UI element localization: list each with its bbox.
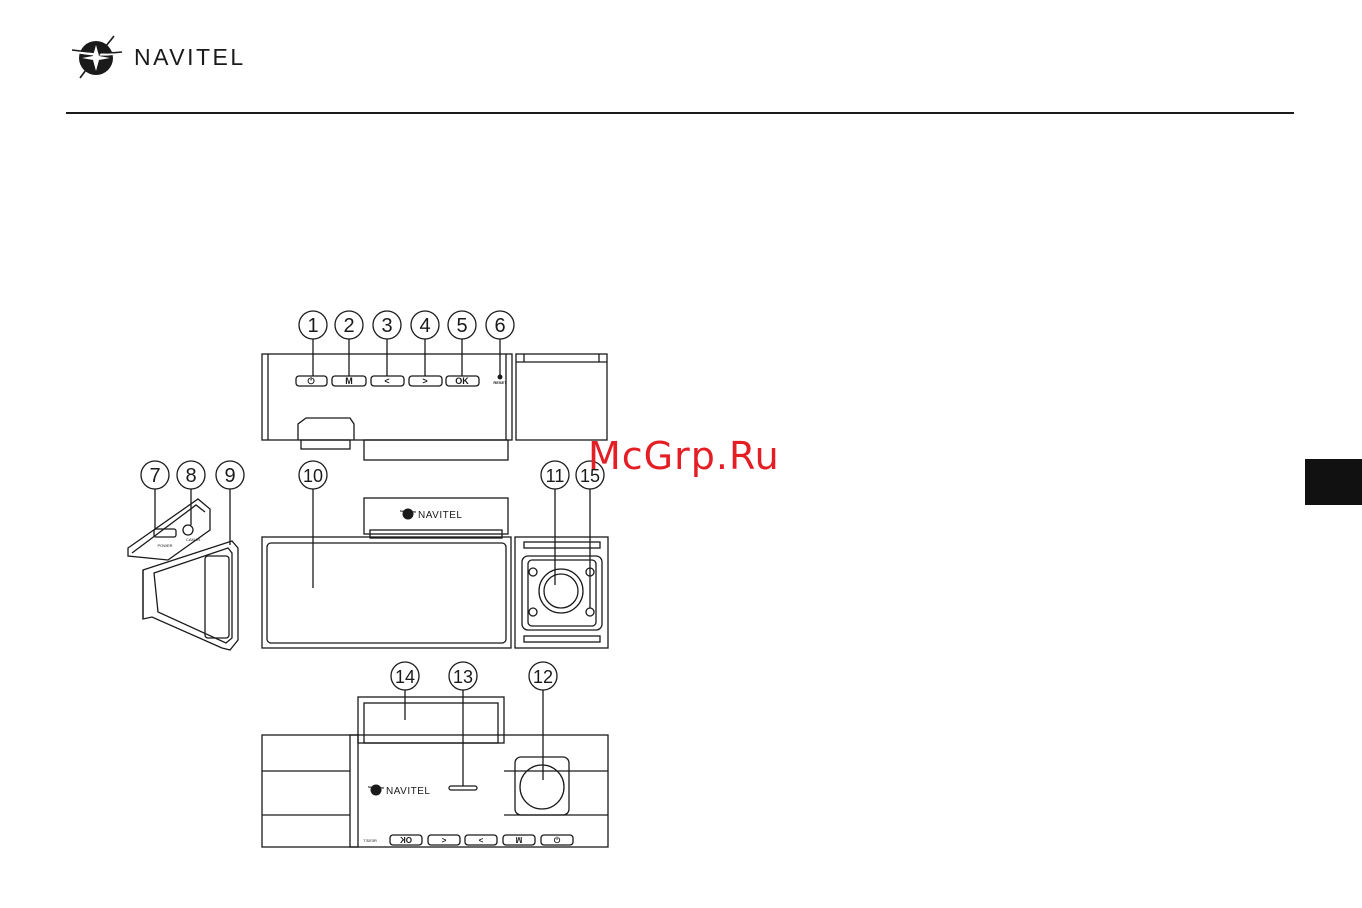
callout-9: 9: [224, 465, 235, 487]
next-button-label: >: [422, 376, 427, 386]
rear-ok-label: OK: [400, 836, 412, 845]
device-emblem-icon: [400, 509, 416, 520]
cam-in-port-label: CAM IN: [186, 537, 200, 542]
watermark-text: McGrp.Ru: [588, 434, 780, 478]
rear-view: [262, 689, 608, 847]
callout-13: 13: [453, 667, 473, 687]
reset-label: RESET: [493, 380, 507, 385]
side-view: [128, 486, 238, 650]
callout-4: 4: [419, 315, 430, 337]
callout-2: 2: [343, 315, 354, 337]
rear-reset-label: RESET: [363, 838, 377, 843]
device-logo-front: NAVITEL: [418, 510, 462, 521]
rear-power-label: ⏻: [554, 836, 561, 845]
callout-5: 5: [456, 315, 467, 337]
device-logo-rear: NAVITEL: [386, 786, 430, 797]
power-port-label: POWER: [157, 543, 172, 548]
port-labels: POWER CAM IN: [157, 537, 200, 548]
callout-3: 3: [381, 315, 392, 337]
rear-menu-label: M: [516, 835, 523, 844]
callout-10: 10: [303, 466, 323, 486]
menu-button-label: M: [345, 376, 353, 386]
callout-14: 14: [395, 667, 415, 687]
power-button-label: ⏻: [307, 376, 315, 387]
callout-11: 11: [546, 466, 565, 486]
top-view: [262, 338, 607, 460]
prev-button-label: <: [384, 376, 389, 386]
rear-next-label: >: [478, 836, 483, 845]
callout-6: 6: [494, 315, 505, 337]
callout-1: 1: [307, 315, 318, 337]
callout-numbers: 1 2 3 4 5 6 7 8 9 10 11 15 14 13 12: [149, 315, 600, 687]
device-emblem-rear-icon: [368, 785, 384, 796]
callout-7: 7: [149, 465, 160, 487]
rear-prev-label: <: [441, 836, 446, 845]
ok-button-label: OK: [455, 376, 469, 386]
callout-8: 8: [185, 465, 196, 487]
callout-circles: [141, 311, 604, 690]
device-logo-texts: NAVITEL NAVITEL: [386, 510, 462, 797]
callout-12: 12: [533, 667, 553, 687]
rear-button-labels: OK < > M ⏻ RESET: [363, 835, 561, 845]
